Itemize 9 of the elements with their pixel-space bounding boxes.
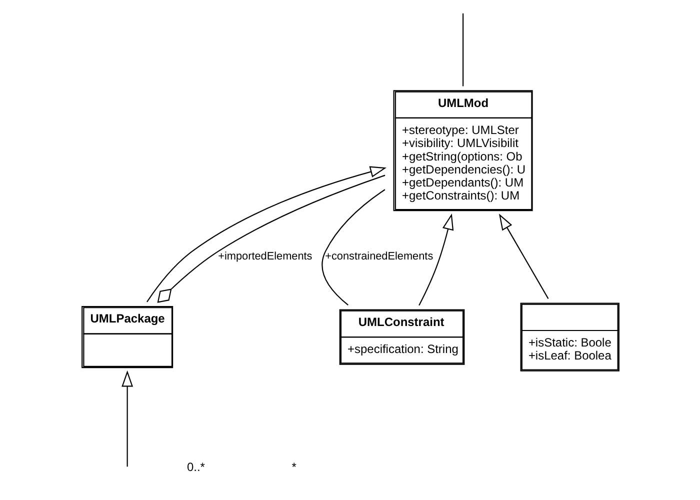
edge-label: +constrainedElements xyxy=(324,250,433,263)
connector xyxy=(321,189,385,306)
arrow xyxy=(498,214,548,299)
label: 0..* xyxy=(186,460,204,474)
arrow xyxy=(121,370,133,467)
arrow xyxy=(418,214,454,306)
edge-label: +importedElements xyxy=(218,250,312,263)
label: * xyxy=(291,460,296,474)
connector xyxy=(462,13,464,86)
